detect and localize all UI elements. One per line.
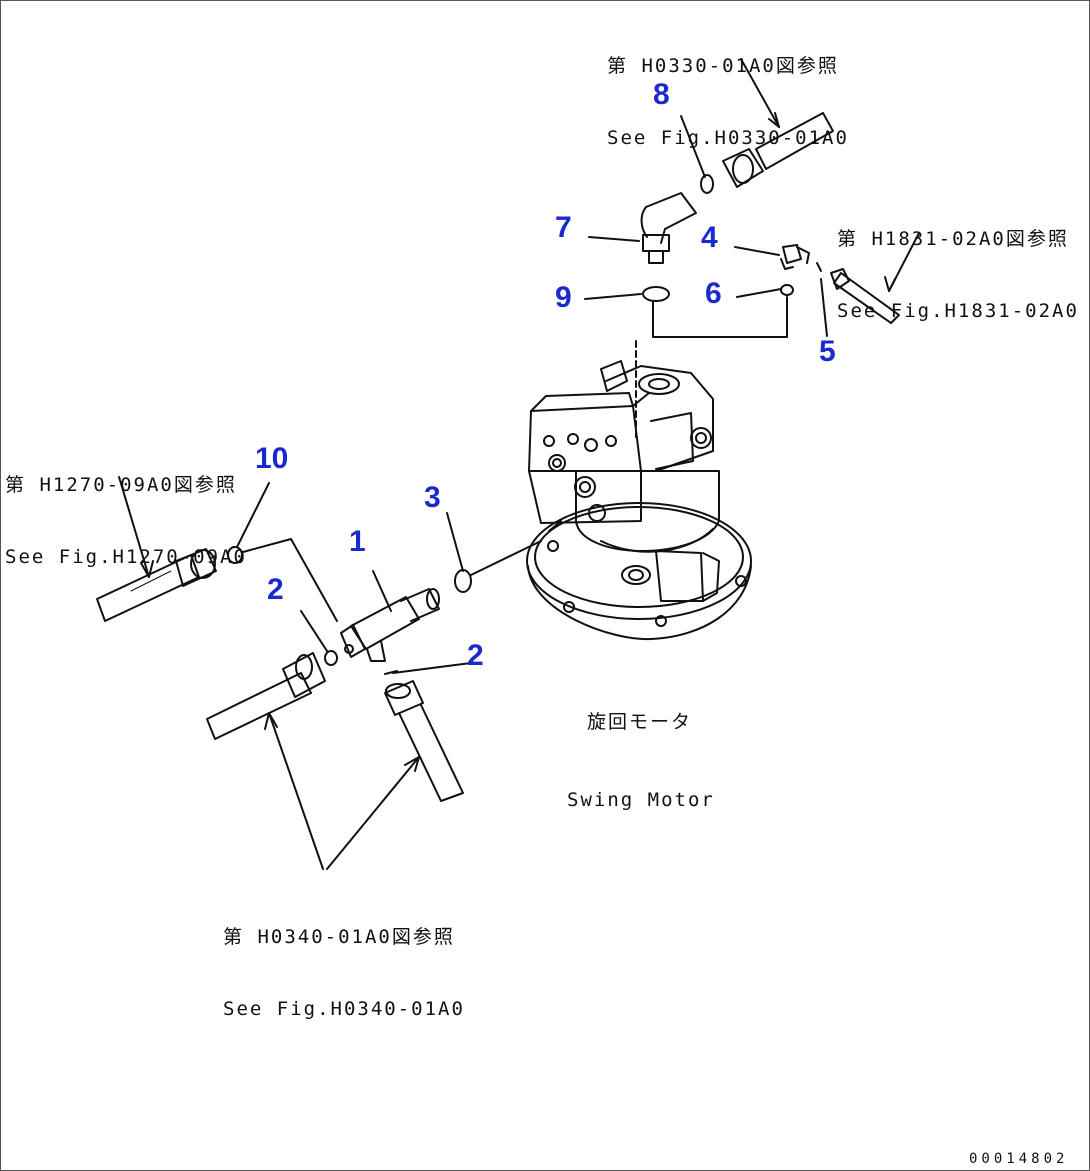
- bottom-hose-assembly: [206, 652, 464, 870]
- ref-right: 第 H1831-02A0図参照 See Fig.H1831-02A0: [837, 179, 1079, 347]
- ref-bottom-en: See Fig.H0340-01A0: [223, 998, 465, 1020]
- ref-bottom-jp: 第 H0340-01A0図参照: [223, 926, 455, 948]
- part-number-6: 6: [705, 277, 722, 310]
- part-number-8: 8: [653, 78, 670, 111]
- ref-left: 第 H1270-09A0図参照 See Fig.H1270-09A0: [5, 425, 247, 593]
- ref-right-jp: 第 H1831-02A0図参照: [837, 228, 1069, 250]
- part-number-9: 9: [555, 281, 572, 314]
- part-number-3: 3: [424, 481, 441, 514]
- part-number-2a: 2: [267, 573, 284, 606]
- ref-top-jp: 第 H0330-01A0図参照: [607, 55, 839, 77]
- part-number-10: 10: [255, 442, 289, 475]
- ref-top: 第 H0330-01A0図参照 See Fig.H0330-01A0: [607, 6, 849, 174]
- caption-jp: 旋回モータ: [587, 711, 693, 733]
- part-number-7: 7: [555, 211, 572, 244]
- swing-motor-leader: [548, 520, 562, 532]
- left-hose-assembly: [96, 476, 338, 622]
- tee-fitting-assembly: [300, 512, 542, 675]
- part-number-1: 1: [349, 525, 366, 558]
- caption-en: Swing Motor: [567, 789, 715, 811]
- ref-left-en: See Fig.H1270-09A0: [5, 546, 247, 568]
- part-number-5: 5: [819, 335, 836, 368]
- top-hose-assembly: [584, 58, 834, 302]
- ref-left-jp: 第 H1270-09A0図参照: [5, 474, 237, 496]
- ref-right-en: See Fig.H1831-02A0: [837, 300, 1079, 322]
- drawing-number: 00014802: [969, 1151, 1069, 1167]
- pilot-line-assembly: [652, 232, 920, 338]
- part-number-2b: 2: [467, 639, 484, 672]
- ref-top-en: See Fig.H0330-01A0: [607, 127, 849, 149]
- ref-bottom: 第 H0340-01A0図参照 See Fig.H0340-01A0: [223, 877, 465, 1045]
- swing-motor-caption: 旋回モータ Swing Motor: [567, 657, 715, 839]
- part-number-4: 4: [701, 221, 718, 254]
- swing-motor: [526, 340, 752, 641]
